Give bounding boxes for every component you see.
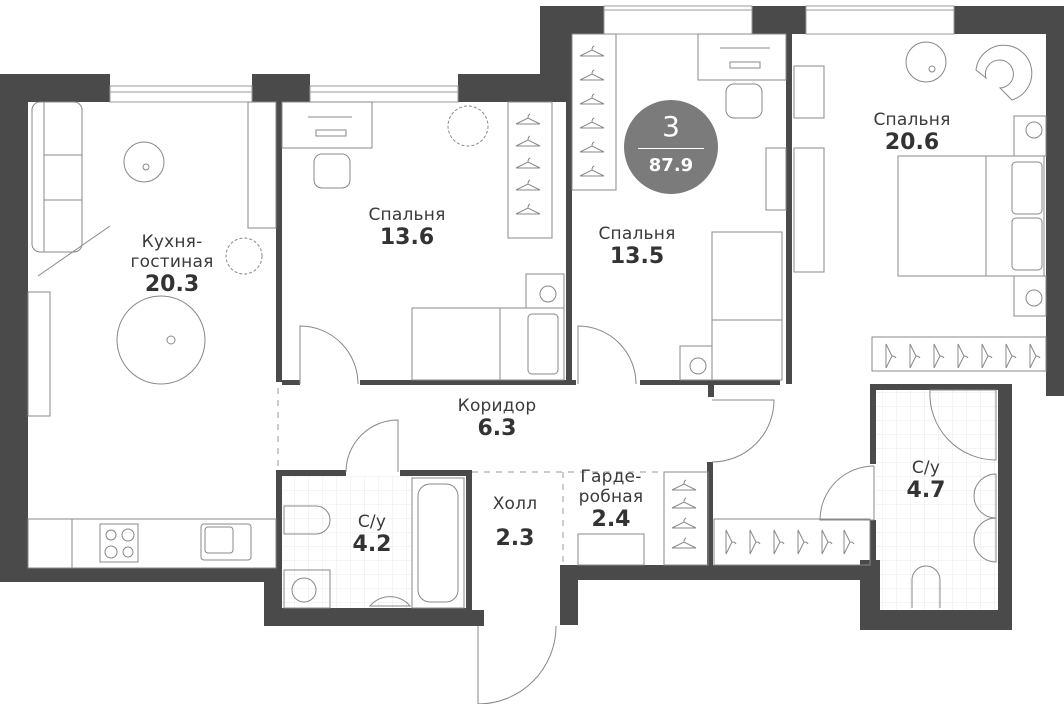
coffee-table-icon [905,41,947,83]
room-label-bedroom-3: Спальня 20.6 [873,110,951,155]
bathtub-icon [411,477,465,609]
nightstand-icon [1013,275,1047,317]
bathroom-2-floor [876,388,998,610]
armchair-icon [975,44,1033,101]
dashed-zone-lines [277,388,700,565]
bathroom-1-floor [282,476,412,608]
washing-machine-icon [283,569,331,609]
room-label-corridor: Коридор 6.3 [457,396,537,441]
badge-divider [638,148,704,149]
desk-icon [281,101,373,149]
rooms-count: 3 [662,110,680,143]
toilet-icon [911,565,941,608]
apartment-badge: 3 87.9 [624,100,718,194]
room-label-bathroom-1: С/у 4.2 [352,512,392,557]
plant-icon [225,237,263,275]
bed-icon [897,155,1045,277]
chair-icon [725,83,763,119]
plant-icon [447,105,489,147]
nightstand-icon [1013,115,1047,157]
toilet-icon [283,505,331,535]
room-label-bathroom-2: С/у 4.7 [906,458,946,503]
furniture [27,33,1047,609]
room-label-kitchen-living: Кухня- гостиная 20.3 [130,232,214,297]
kitchen-counter [27,518,277,569]
wardrobe-closet [663,471,709,566]
room-label-bedroom-2: Спальня 13.5 [598,224,676,269]
washbasin-icon [973,517,997,563]
wardrobe-closet [507,101,553,239]
washbasin-icon [973,473,997,519]
chair-icon [313,153,351,189]
bed-icon [711,231,783,381]
dining-table-icon [116,295,206,385]
washbasin-icon [368,596,412,607]
wardrobe-closet [713,518,871,566]
nightstand-icon [525,273,565,309]
windows [109,5,955,103]
wardrobe-closet [571,33,617,191]
room-label-hall: Холл 2.3 [492,494,538,551]
nightstand-icon [679,345,713,381]
shower-icon [929,389,997,461]
coffee-table-icon [123,141,165,183]
wardrobe-closet [871,336,1047,372]
stove-icon [99,523,139,563]
sofa-icon [31,101,83,253]
sink-icon [200,523,252,561]
room-label-bedroom-1: Спальня 13.6 [368,205,446,250]
bed-icon [411,307,565,381]
doors [299,325,875,704]
total-area: 87.9 [648,155,694,176]
walls [0,6,1064,630]
room-label-wardrobe: Гарде- робная 2.4 [578,467,644,532]
desk-icon [697,33,787,81]
